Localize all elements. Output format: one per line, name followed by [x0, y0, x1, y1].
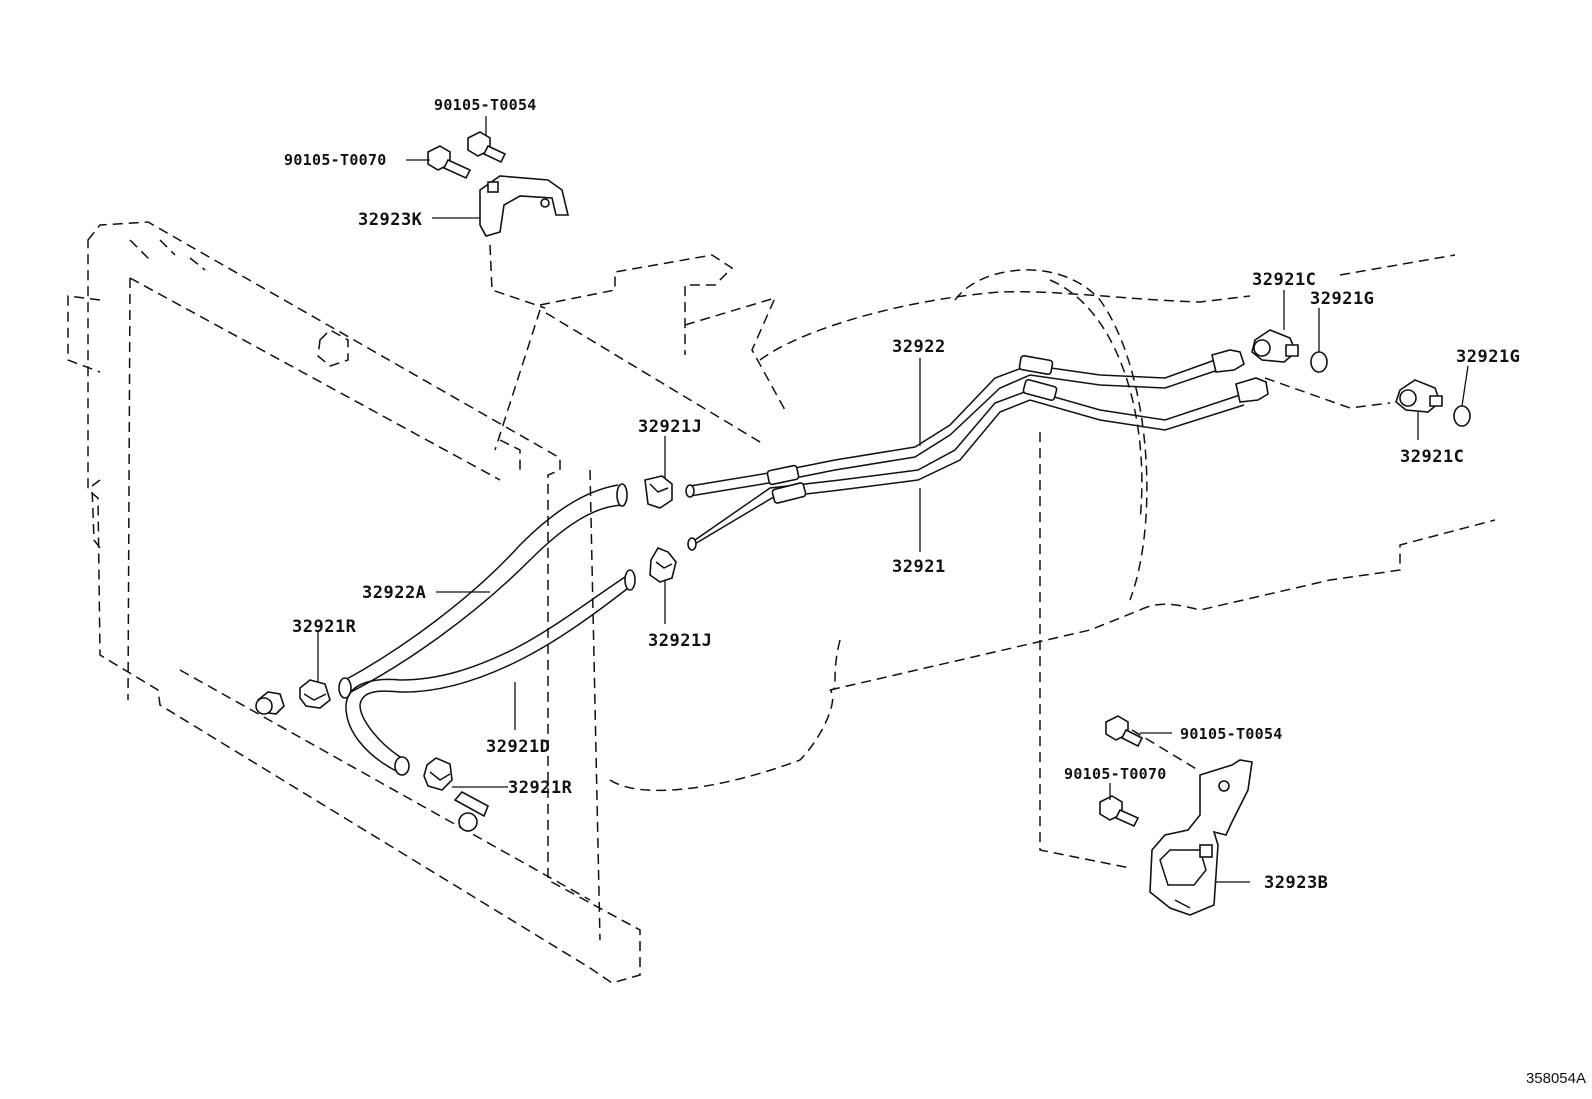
- label-tube-upper: 32922: [892, 337, 946, 357]
- bolt-bottom-connector: [1131, 729, 1199, 771]
- label-bracket-top: 32923K: [358, 210, 423, 230]
- radiator-fittings: [255, 691, 490, 832]
- union-lower-connector: [1264, 377, 1391, 409]
- union-upper: [1251, 329, 1299, 363]
- label-clamp-r-lower: 32921R: [508, 778, 573, 798]
- label-bolt-top-b: 90105-T0070: [284, 151, 387, 169]
- clamp-r-upper: [299, 679, 331, 709]
- clamp-j-lower: [649, 547, 677, 583]
- diagram-reference-code: 358054A: [1526, 1070, 1586, 1087]
- label-bolt-bottom-a: 90105-T0054: [1180, 725, 1283, 743]
- label-bolt-top-a: 90105-T0054: [434, 96, 537, 114]
- label-tube-lower: 32921: [892, 557, 946, 577]
- label-union-lower: 32921C: [1400, 447, 1464, 467]
- gasket-lower: [1453, 405, 1471, 427]
- bolt-top-a: [467, 131, 507, 164]
- label-hose-upper: 32922A: [362, 583, 426, 603]
- label-hose-lower: 32921D: [486, 737, 550, 757]
- bracket-top: [479, 175, 570, 237]
- union-lower: [1395, 379, 1443, 413]
- label-clamp-j-upper: 32921J: [638, 417, 702, 437]
- label-gasket-lower: 32921G: [1456, 347, 1520, 367]
- radiator-outline: [67, 221, 641, 984]
- label-clamp-j-lower: 32921J: [648, 631, 712, 651]
- label-clamp-r-upper: 32921R: [292, 617, 357, 637]
- bracket-bottom: [1149, 759, 1253, 916]
- bolt-bottom-a: [1105, 715, 1144, 748]
- gasket-upper: [1310, 351, 1328, 373]
- clamp-j-upper: [644, 475, 673, 509]
- bolt-top-b: [427, 145, 472, 180]
- label-gasket-upper: 32921G: [1310, 289, 1374, 309]
- oil-cooler-tubes: [685, 349, 1269, 551]
- hoses: [338, 483, 636, 776]
- transmission-outline: [494, 254, 1496, 869]
- bolt-bottom-b: [1099, 795, 1140, 828]
- bracket-top-connector: [489, 244, 546, 309]
- label-bolt-bottom-b: 90105-T0070: [1064, 765, 1167, 783]
- clamp-r-lower: [423, 757, 453, 791]
- label-union-upper: 32921C: [1252, 270, 1316, 290]
- label-bracket-bottom: 32923B: [1264, 873, 1328, 893]
- leader-lines: [317, 116, 1469, 883]
